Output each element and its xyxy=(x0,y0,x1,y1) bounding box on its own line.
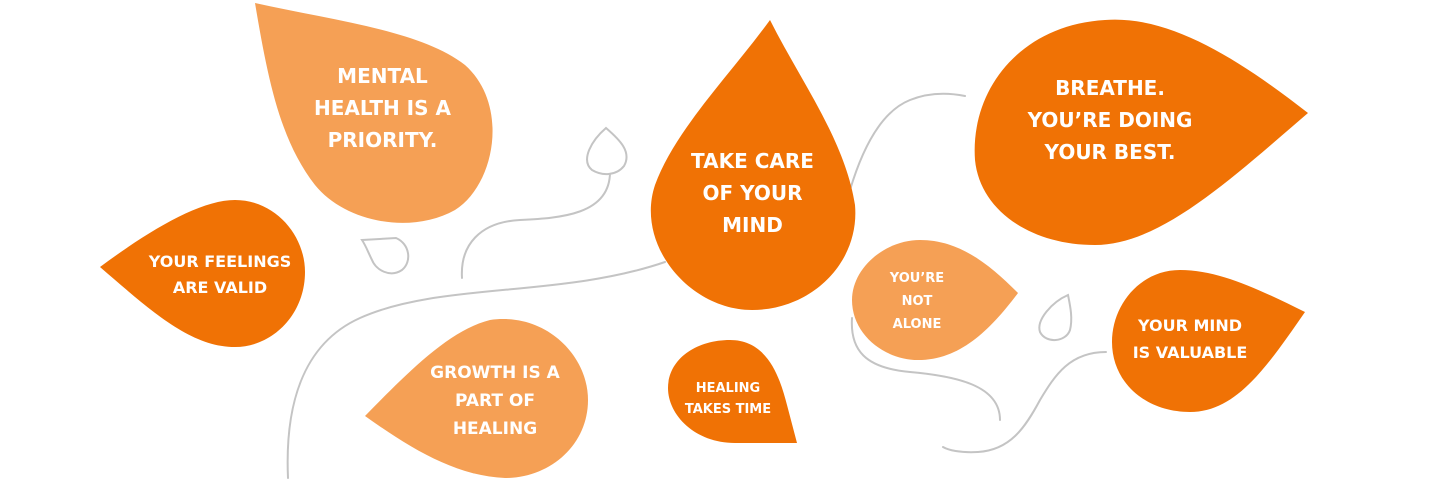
drop-take-care xyxy=(650,20,856,310)
vine-bottom-left xyxy=(286,261,666,479)
label-mind-valuable: YOUR MIND IS VALUABLE xyxy=(1115,310,1265,368)
drop-mental-health xyxy=(255,3,493,223)
vine-lower-middle xyxy=(850,317,1001,421)
label-feelings-valid: YOUR FEELINGS ARE VALID xyxy=(135,245,305,305)
text-healing-time: HEALING TAKES TIME xyxy=(684,381,772,417)
drop-breathe xyxy=(974,19,1308,246)
vine-top-middle xyxy=(849,92,966,191)
text-feelings-valid: YOUR FEELINGS ARE VALID xyxy=(148,252,292,297)
text-take-care: TAKE CARE OF YOUR MIND xyxy=(691,148,814,237)
small-hollow-drop-2 xyxy=(360,236,410,275)
label-take-care: TAKE CARE OF YOUR MIND xyxy=(670,140,835,245)
text-growth: GROWTH IS A PART OF HEALING xyxy=(430,362,560,439)
label-breathe: BREATHE. YOU’RE DOING YOUR BEST. xyxy=(1010,67,1210,172)
text-breathe: BREATHE. YOU’RE DOING YOUR BEST. xyxy=(1027,75,1193,164)
label-growth: GROWTH IS A PART OF HEALING xyxy=(415,358,575,443)
vine-center-left xyxy=(460,171,611,279)
drop-not-alone xyxy=(852,240,1018,360)
small-hollow-drop-3 xyxy=(1038,293,1073,341)
drop-mind-valuable xyxy=(1112,270,1305,412)
drop-growth xyxy=(365,319,588,478)
text-not-alone: YOU’RE NOT ALONE xyxy=(889,270,945,332)
drop-healing-time xyxy=(668,340,797,443)
text-mind-valuable: YOUR MIND IS VALUABLE xyxy=(1132,316,1248,362)
text-mental-health: MENTAL HEALTH IS A PRIORITY. xyxy=(314,63,451,152)
label-not-alone: YOU’RE NOT ALONE xyxy=(872,265,962,337)
vine-lower-right xyxy=(942,351,1107,454)
small-hollow-drop-1 xyxy=(586,126,628,176)
label-mental-health: MENTAL HEALTH IS A PRIORITY. xyxy=(300,55,465,160)
drop-feelings-valid xyxy=(100,200,305,347)
label-healing-time: HEALING TAKES TIME xyxy=(672,375,784,423)
